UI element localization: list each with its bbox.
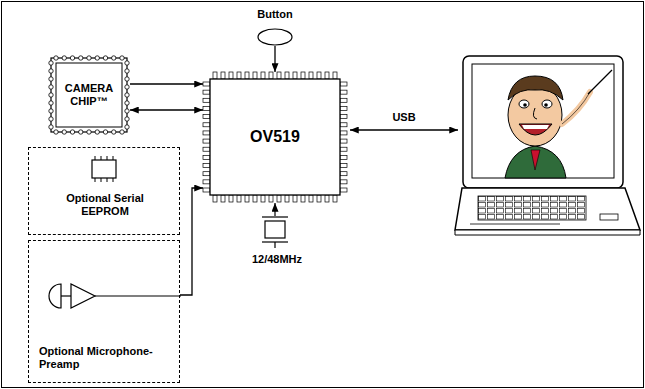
connector: [130, 83, 203, 84]
connector: [180, 188, 203, 295]
usb-link: [350, 129, 458, 130]
connector: [274, 46, 275, 72]
optional-box: Optional Microphone-Preamp: [28, 240, 180, 383]
optional-box: Optional Serial EEPROM: [28, 147, 180, 235]
crystal-symbol: [262, 203, 288, 248]
clock-label: 12/48MHz: [240, 253, 314, 265]
node-text: Optional Serial EEPROM: [59, 192, 151, 218]
node-text: OV519: [250, 127, 300, 146]
bus-label: USB: [378, 111, 430, 123]
connector: [130, 109, 203, 110]
chip-box: OV519: [203, 72, 347, 202]
sensor-chip: CAMERA CHIP™: [48, 55, 130, 135]
laptop-illustration: [455, 56, 640, 235]
node-text: CAMERA CHIP™: [59, 82, 119, 108]
button-oval: Button: [248, 6, 302, 46]
node-text: Button: [248, 6, 302, 21]
node-text: Optional Microphone-Preamp: [39, 345, 157, 371]
